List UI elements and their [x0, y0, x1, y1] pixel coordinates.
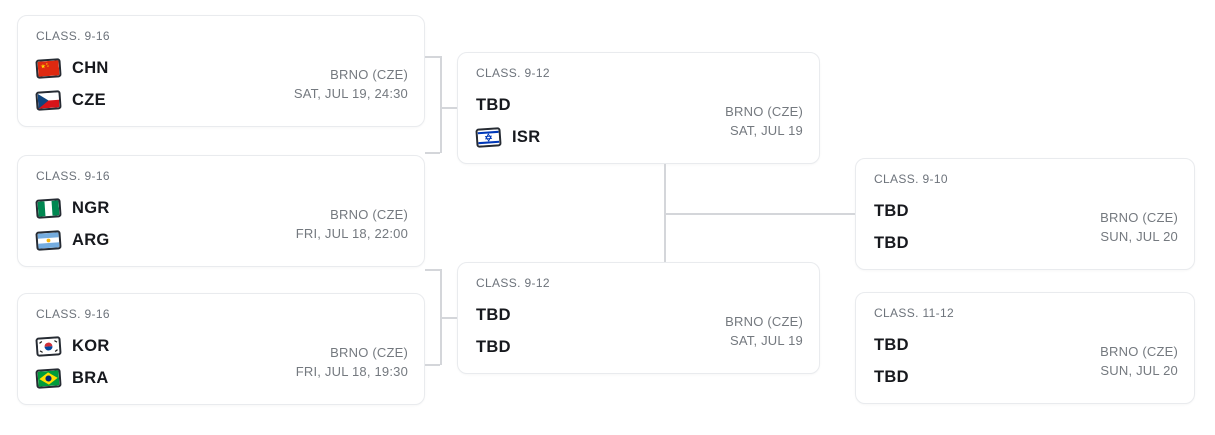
match-card-ngr-arg[interactable]: CLASS. 9-16 NGR ARG BRNO (CZE) F [17, 155, 425, 267]
team-row: TBD [476, 334, 511, 360]
team-code: TBD [476, 96, 511, 114]
team-code: TBD [874, 368, 909, 386]
team-code: BRA [72, 369, 109, 387]
china-flag-icon [35, 57, 62, 79]
match-datetime: SUN, JUL 20 [1100, 363, 1178, 378]
match-card-class-9-12-tbd-tbd[interactable]: CLASS. 9-12 TBD TBD BRNO (CZE) SAT, JUL … [457, 262, 820, 374]
team-code: ARG [72, 231, 110, 249]
match-card-class-9-10[interactable]: CLASS. 9-10 TBD TBD BRNO (CZE) SUN, JUL … [855, 158, 1195, 270]
bracket-connector-line [440, 56, 442, 153]
venue-info: BRNO (CZE) SUN, JUL 20 [1100, 342, 1178, 380]
team-code: TBD [476, 338, 511, 356]
bracket-connector-line [425, 364, 440, 366]
team-code: NGR [72, 199, 110, 217]
venue-name: BRNO (CZE) [725, 314, 803, 329]
match-datetime: SAT, JUL 19 [729, 123, 803, 138]
bracket-connector-line [441, 317, 457, 319]
match-datetime: SAT, JUL 19 [729, 333, 803, 348]
israel-flag-icon [475, 126, 502, 148]
bracket-connector-line [665, 213, 855, 215]
team-row: TBD [476, 92, 540, 118]
venue-info: BRNO (CZE) FRI, JUL 18, 19:30 [296, 343, 408, 381]
match-class-label: CLASS. 9-16 [36, 307, 110, 321]
brazil-flag-icon [35, 367, 62, 389]
team-row: TBD [874, 332, 909, 358]
team-row: TBD [874, 198, 909, 224]
team-row: NGR [35, 195, 110, 221]
match-class-label: CLASS. 9-16 [36, 29, 110, 43]
team-row: CZE [35, 87, 109, 113]
match-class-label: CLASS. 9-12 [476, 66, 550, 80]
venue-name: BRNO (CZE) [1100, 210, 1178, 225]
team-code: TBD [476, 306, 511, 324]
bracket-connector-line [425, 269, 440, 271]
team-code: CZE [72, 91, 106, 109]
match-class-label: CLASS. 9-10 [874, 172, 948, 186]
team-row: TBD [874, 230, 909, 256]
bracket-connector-line [440, 269, 442, 365]
venue-name: BRNO (CZE) [330, 67, 408, 82]
match-datetime: FRI, JUL 18, 22:00 [295, 226, 408, 241]
venue-name: BRNO (CZE) [330, 345, 408, 360]
team-code: TBD [874, 202, 909, 220]
bracket-connector-line [425, 152, 440, 154]
venue-name: BRNO (CZE) [1100, 344, 1178, 359]
team-code: KOR [72, 337, 110, 355]
match-card-chn-cze[interactable]: CLASS. 9-16 CHN CZE BRNO (CZE) S [17, 15, 425, 127]
team-row: CHN [35, 55, 109, 81]
team-row: KOR [35, 333, 110, 359]
bracket-connector-line [664, 164, 666, 262]
czechia-flag-icon [35, 89, 62, 111]
bracket-connector-line [441, 107, 457, 109]
team-code: TBD [874, 336, 909, 354]
venue-name: BRNO (CZE) [330, 207, 408, 222]
south-korea-flag-icon [35, 335, 62, 357]
nigeria-flag-icon [35, 197, 62, 219]
argentina-flag-icon [35, 229, 62, 251]
match-card-class-11-12[interactable]: CLASS. 11-12 TBD TBD BRNO (CZE) SUN, JUL… [855, 292, 1195, 404]
match-class-label: CLASS. 9-16 [36, 169, 110, 183]
venue-name: BRNO (CZE) [725, 104, 803, 119]
venue-info: BRNO (CZE) SUN, JUL 20 [1100, 208, 1178, 246]
team-row: ARG [35, 227, 110, 253]
venue-info: BRNO (CZE) FRI, JUL 18, 22:00 [296, 205, 408, 243]
match-card-kor-bra[interactable]: CLASS. 9-16 KOR BRA BRNO (CZE) F [17, 293, 425, 405]
venue-info: BRNO (CZE) SAT, JUL 19 [725, 312, 803, 350]
match-class-label: CLASS. 9-12 [476, 276, 550, 290]
match-datetime: SAT, JUL 19, 24:30 [293, 86, 408, 101]
venue-info: BRNO (CZE) SAT, JUL 19 [725, 102, 803, 140]
team-code: CHN [72, 59, 109, 77]
bracket-connector-line [425, 56, 440, 58]
match-datetime: SUN, JUL 20 [1100, 229, 1178, 244]
team-code: ISR [512, 128, 541, 146]
team-row: ISR [475, 124, 541, 150]
match-card-tbd-isr[interactable]: CLASS. 9-12 TBD ISR BRNO (CZE) SAT, JUL … [457, 52, 820, 164]
match-datetime: FRI, JUL 18, 19:30 [295, 364, 408, 379]
venue-info: BRNO (CZE) SAT, JUL 19, 24:30 [294, 65, 408, 103]
team-row: TBD [476, 302, 511, 328]
team-row: TBD [874, 364, 909, 390]
team-row: BRA [35, 365, 110, 391]
team-code: TBD [874, 234, 909, 252]
match-class-label: CLASS. 11-12 [874, 306, 955, 320]
